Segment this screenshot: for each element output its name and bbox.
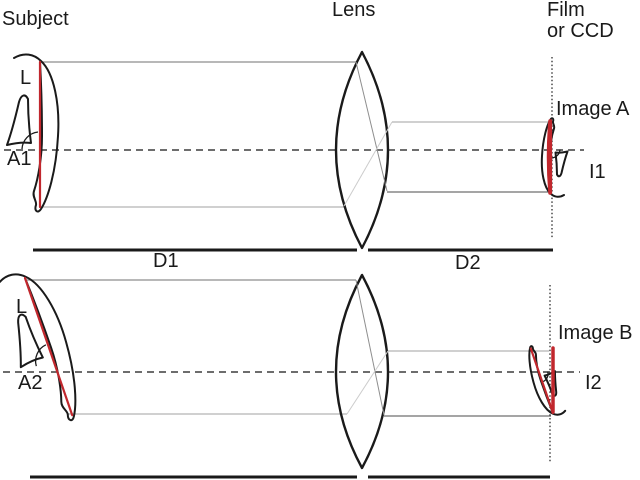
a2-label: A2 (18, 372, 43, 394)
subject-label: Subject (2, 8, 69, 30)
lens-2 (334, 273, 390, 470)
image-b-label: Image B (558, 322, 633, 344)
d1-label: D1 (153, 250, 179, 272)
a1-label: A1 (7, 148, 32, 170)
diagram-bottom (0, 263, 580, 479)
ray-diagonal-light-1 (343, 121, 393, 207)
image-a-label: Image A (556, 98, 630, 120)
l2-label: L (16, 296, 28, 318)
diagram-top (4, 50, 584, 252)
film-label-line1: Film (547, 0, 585, 21)
subject-2 (0, 263, 93, 432)
image-a-size-line-i1 (546, 119, 552, 195)
i1-label: I1 (589, 161, 606, 183)
lens-1 (334, 50, 390, 250)
image-a-shape (541, 117, 569, 198)
i2-label: I2 (585, 372, 602, 394)
ray-diagonal-dark-1 (355, 61, 388, 192)
ray-diagonal-dark-2 (355, 279, 385, 416)
image-b-shape (521, 340, 570, 420)
lens-label: Lens (332, 0, 376, 21)
ray-diagonal-light-2 (346, 350, 389, 415)
d2-label: D2 (455, 252, 481, 274)
film-label-line2: or CCD (547, 20, 614, 42)
l1-label: L (20, 67, 32, 89)
subject-1 (5, 53, 60, 213)
film-label: Film or CCD (547, 0, 614, 42)
